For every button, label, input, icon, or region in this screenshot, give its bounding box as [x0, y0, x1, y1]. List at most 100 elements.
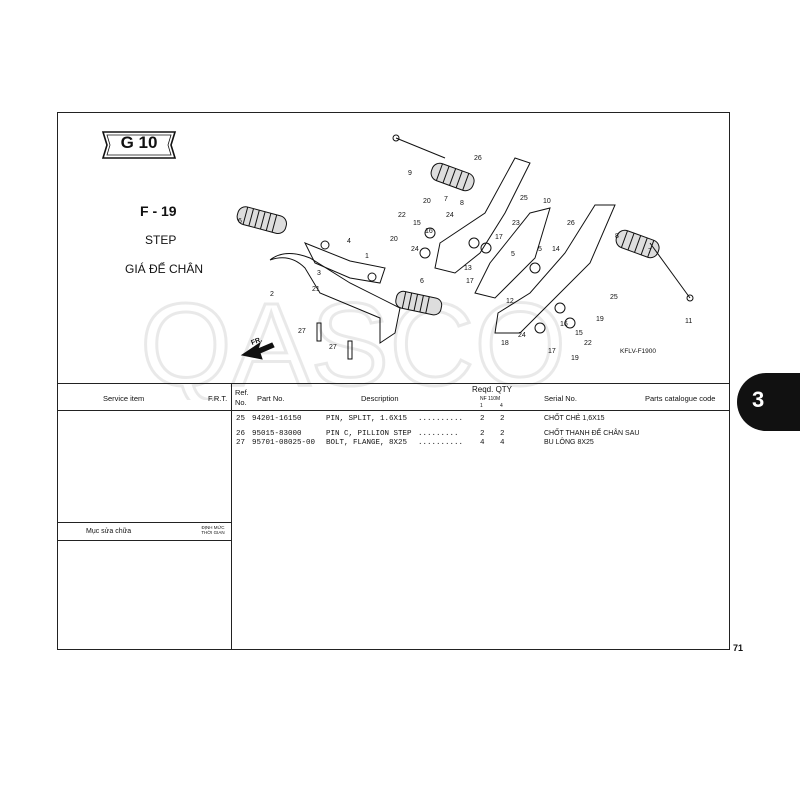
callout-19b: 19 — [571, 355, 579, 362]
callout-16: 16 — [425, 228, 433, 235]
callout-11: 11 — [685, 318, 692, 325]
header-frt: F.R.T. — [208, 394, 228, 403]
repair-item-label: Mục sửa chữa — [86, 528, 132, 535]
callout-16b: 16 — [560, 321, 568, 328]
row-qty-1: 2 — [480, 430, 485, 438]
callout-17c: 17 — [548, 348, 556, 355]
callout-1: 1 — [365, 253, 369, 260]
row-qty-1: 4 — [480, 439, 485, 447]
callout-2: 2 — [270, 291, 274, 298]
front-label: FR. — [250, 336, 263, 346]
section-badge — [101, 131, 177, 159]
step-bracket — [303, 242, 386, 284]
table-top-rule — [57, 383, 730, 384]
row-ref: 27 — [236, 439, 246, 447]
callout-10: 10 — [543, 198, 551, 205]
row-qty-2: 4 — [500, 439, 505, 447]
watermark-text: QASCO — [140, 290, 566, 400]
header-service-item: Service item — [103, 394, 145, 403]
row-ref: 26 — [236, 430, 246, 438]
callout-17: 17 — [495, 234, 503, 241]
row-serial: CHỐT THANH ĐỂ CHÂN SAU — [544, 430, 640, 437]
callout-20: 20 — [423, 198, 431, 205]
callout-27: 27 — [298, 328, 306, 335]
exploded-parts-diagram: 1 2 3 4 5 5 6 6 7 7 8 8 9 10 11 12 13 14… — [236, 134, 694, 362]
row-dots: .......... — [418, 415, 464, 423]
front-arrow — [240, 341, 275, 360]
header-ref-no: No. — [235, 398, 247, 407]
callout-20b: 20 — [390, 236, 398, 243]
callout-17b: 17 — [466, 278, 474, 285]
row-part-no: 95701-08025-00 — [252, 439, 316, 447]
repair-rule-top — [57, 522, 231, 523]
callout-6b: 6 — [420, 278, 424, 285]
header-description: Description — [361, 394, 399, 403]
header-part-no: Part No. — [257, 394, 285, 403]
row-qty-2: 2 — [500, 415, 505, 423]
callout-21: 21 — [312, 286, 320, 293]
header-serial-no: Serial No. — [544, 394, 577, 403]
callout-27b: 27 — [329, 344, 337, 351]
callout-8: 8 — [460, 200, 464, 207]
left-footpeg-rubber — [236, 206, 287, 235]
callout-25: 25 — [520, 195, 528, 202]
callout-5b: 5 — [538, 246, 542, 253]
page-frame — [57, 112, 730, 650]
row-dots: ......... — [418, 430, 459, 438]
chapter-tab — [737, 373, 800, 431]
row-part-no: 95015-83000 — [252, 430, 302, 438]
callout-24: 24 — [446, 212, 454, 219]
pillion-bracket-right — [494, 204, 616, 334]
header-qty-col-1: 1 — [480, 403, 483, 409]
callout-9: 9 — [408, 170, 412, 177]
repair-time-label: ĐỊNH MỨC THỜI GIAN — [197, 525, 229, 535]
table-column-divider — [231, 383, 232, 650]
callout-19: 19 — [596, 316, 604, 323]
row-description: PIN C, PILLION STEP — [326, 430, 412, 438]
header-model: NF 110M — [480, 396, 501, 402]
row-dots: .......... — [418, 439, 464, 447]
callout-7: 7 — [444, 196, 448, 203]
row-part-no: 94201-16150 — [252, 415, 302, 423]
callout-15b: 15 — [575, 330, 583, 337]
callout-6: 6 — [238, 218, 242, 225]
chapter-number: 3 — [752, 387, 765, 412]
step-bar — [269, 253, 401, 344]
row-description: BOLT, FLANGE, 8X25 — [326, 439, 408, 447]
figure-name: STEP — [145, 233, 177, 247]
row-description: PIN, SPLIT, 1.6X15 — [326, 415, 408, 423]
callout-22: 22 — [398, 212, 406, 219]
pillion-bracket-left — [434, 157, 531, 274]
watermark-logo: QASCO — [140, 290, 568, 400]
header-reqd-qty: Reqd. QTY — [472, 385, 513, 394]
table-header-rule — [57, 410, 730, 411]
callout-25b: 25 — [610, 294, 618, 301]
figure-name-vi: GIÁ ĐỂ CHÂN — [125, 262, 204, 276]
header-qty-col-2: 4 — [500, 403, 503, 409]
callout-13: 13 — [464, 265, 472, 272]
callout-8b: 8 — [615, 233, 619, 240]
callout-24c: 24 — [518, 332, 526, 339]
figure-code: F - 19 — [140, 203, 177, 219]
callout-26b: 26 — [567, 220, 575, 227]
row-qty-1: 2 — [480, 415, 485, 423]
callout-4: 4 — [347, 238, 351, 245]
callout-23: 23 — [512, 220, 520, 227]
row-serial: BU LÔNG 8X25 — [544, 439, 594, 446]
callout-18: 18 — [501, 340, 509, 347]
repair-time-line-2: THỜI GIAN — [201, 530, 225, 535]
row-serial: CHỐT CHẺ 1,6X15 — [544, 415, 605, 422]
callout-15: 15 — [413, 220, 421, 227]
callout-12: 12 — [506, 298, 514, 305]
callout-26: 26 — [474, 155, 482, 162]
repair-time-line-1: ĐỊNH MỨC — [201, 525, 225, 530]
row-ref: 25 — [236, 415, 246, 423]
header-ref: Ref. — [235, 388, 249, 397]
diagram-code: KFLV-F1900 — [620, 348, 657, 355]
callout-22b: 22 — [584, 340, 592, 347]
row-qty-2: 2 — [500, 430, 505, 438]
callout-14: 14 — [552, 246, 560, 253]
repair-rule-bottom — [57, 540, 231, 541]
header-catalogue-code: Parts catalogue code — [645, 394, 716, 403]
section-code: G 10 — [120, 133, 158, 152]
